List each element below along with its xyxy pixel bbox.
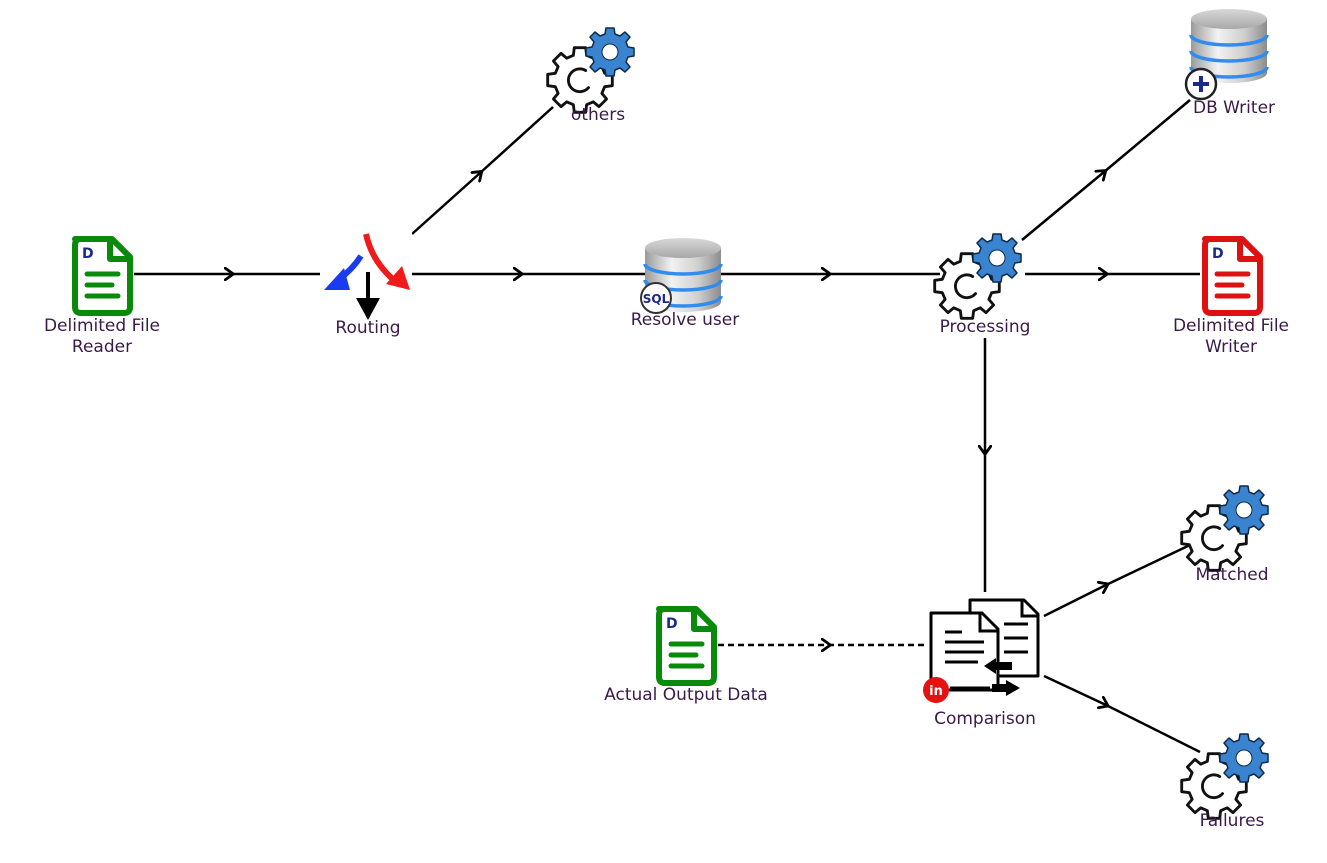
plus-badge bbox=[1184, 67, 1218, 101]
edge-comparison-to-matched[interactable] bbox=[1043, 543, 1191, 618]
label-actual-output-data: Actual Output Data bbox=[604, 685, 768, 705]
delimited-file-icon bbox=[659, 609, 714, 683]
node-actual-output-data[interactable] bbox=[659, 609, 714, 683]
edges bbox=[134, 99, 1201, 754]
sql-badge: SQL bbox=[640, 282, 672, 314]
node-processing[interactable] bbox=[935, 234, 1021, 318]
node-resolve-user[interactable]: SQL bbox=[640, 236, 723, 314]
label-resolve-user: Resolve user bbox=[630, 310, 740, 330]
node-delimited-file-reader[interactable] bbox=[75, 239, 130, 313]
label-delimited-file-writer: Delimited File Writer bbox=[1172, 316, 1290, 357]
node-matched[interactable] bbox=[1182, 486, 1268, 570]
label-processing: Processing bbox=[939, 317, 1031, 337]
routing-icon bbox=[324, 233, 410, 320]
gear-icon bbox=[1182, 486, 1268, 570]
label-failures: Failures bbox=[1199, 811, 1265, 831]
label-routing: Routing bbox=[335, 318, 401, 338]
comparison-icon bbox=[929, 598, 1040, 696]
label-others: others bbox=[570, 105, 626, 125]
node-failures[interactable] bbox=[1182, 734, 1268, 818]
node-comparison[interactable]: in bbox=[923, 598, 1040, 703]
edge-routing-to-others[interactable] bbox=[411, 106, 554, 235]
label-db-writer: DB Writer bbox=[1192, 98, 1276, 118]
edge-processing-to-db-writer[interactable] bbox=[1021, 99, 1191, 241]
edge-comparison-to-failures[interactable] bbox=[1043, 674, 1201, 754]
node-db-writer[interactable] bbox=[1184, 7, 1269, 101]
label-comparison: Comparison bbox=[934, 709, 1036, 729]
gear-icon bbox=[548, 28, 634, 112]
node-delimited-file-writer[interactable] bbox=[1205, 239, 1260, 313]
svg-text:in: in bbox=[929, 684, 943, 699]
delimited-file-icon bbox=[75, 239, 130, 313]
gear-icon bbox=[1182, 734, 1268, 818]
gear-icon bbox=[935, 234, 1021, 318]
svg-text:SQL: SQL bbox=[643, 292, 670, 306]
node-others[interactable] bbox=[548, 28, 634, 112]
delimited-file-icon bbox=[1205, 239, 1260, 313]
label-matched: Matched bbox=[1195, 565, 1269, 585]
label-delimited-file-reader: Delimited File Reader bbox=[43, 316, 161, 357]
in-badge: in bbox=[923, 677, 949, 703]
node-routing[interactable] bbox=[322, 232, 412, 320]
